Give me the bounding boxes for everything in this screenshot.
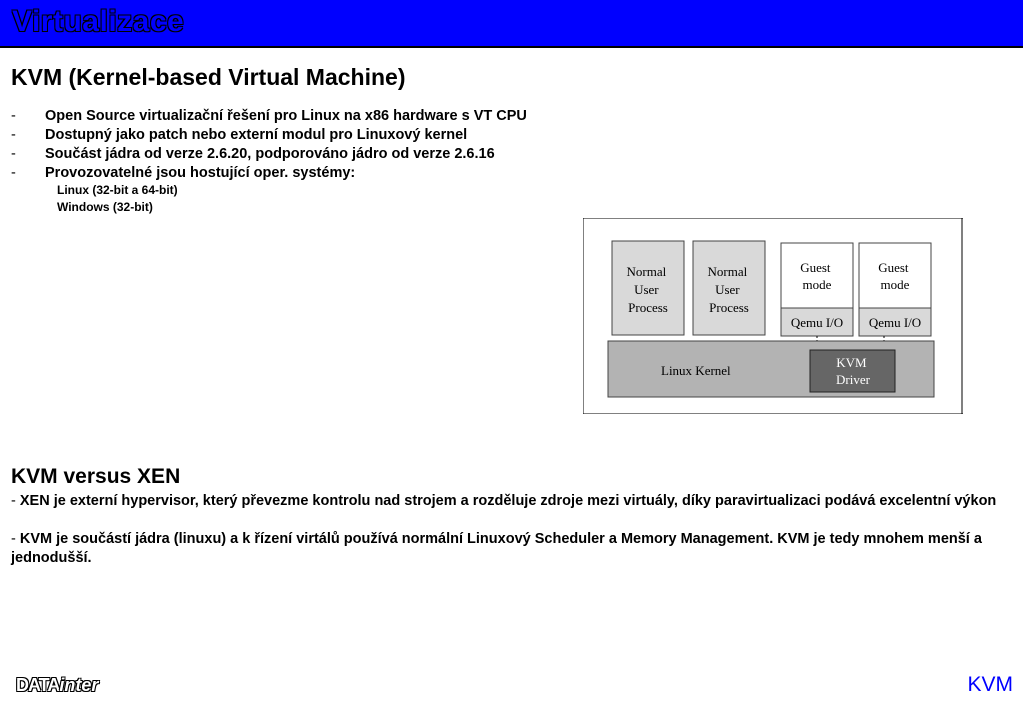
list-item: -Provozovatelné jsou hostující oper. sys… xyxy=(11,165,356,181)
box-label: Process xyxy=(628,300,668,315)
qemu-label-2: Qemu I/O xyxy=(869,315,921,330)
title-bar: Virtualizace xyxy=(0,0,1023,48)
box-label: mode xyxy=(881,277,910,292)
svg-text:Guest mode: Guest mode xyxy=(800,260,834,292)
paragraph: - KVM je součástí jádra (linuxu) a k říz… xyxy=(11,531,982,566)
list-item: -Dostupný jako patch nebo externí modul … xyxy=(11,127,468,143)
qemu-label-1: Qemu I/O xyxy=(791,315,843,330)
section-heading-kvm: KVM (Kernel-based Virtual Machine) xyxy=(11,64,406,90)
section-heading-xen: KVM versus XEN xyxy=(11,465,181,488)
box-label: KVM xyxy=(836,355,867,370)
box-label: Guest xyxy=(800,260,831,275)
svg-text:Normal User Process: Normal User Process xyxy=(627,264,670,315)
normal-process-box-2 xyxy=(692,240,766,336)
page-title: Virtualizace xyxy=(12,5,185,38)
box-label: User xyxy=(715,282,740,297)
guest-mode-box-2 xyxy=(858,242,932,309)
bullet-list: -Open Source virtualizační řešení pro Li… xyxy=(11,107,611,183)
guest-mode-box-1 xyxy=(780,242,854,309)
sub-item: Windows (32-bit) xyxy=(57,200,153,214)
kvm-architecture-diagram: Normal User Process Normal User Process … xyxy=(583,218,963,414)
linux-kernel-label: Linux Kernel xyxy=(661,363,731,378)
box-label: mode xyxy=(803,277,832,292)
sub-item: Linux (32-bit a 64-bit) xyxy=(57,183,178,197)
normal-process-box-1 xyxy=(611,240,685,336)
box-label: Normal xyxy=(627,264,667,279)
qemu-box-1 xyxy=(780,307,854,337)
paragraph: - XEN je externí hypervisor, který převe… xyxy=(11,493,997,509)
box-label: Process xyxy=(709,300,749,315)
footer-label: KVM xyxy=(967,673,1013,696)
svg-text:Guest mode: Guest mode xyxy=(878,260,912,292)
list-item: -Open Source virtualizační řešení pro Li… xyxy=(11,108,527,124)
svg-text:Normal User Process: Normal User Process xyxy=(708,264,751,315)
datainter-logo: DATAinter xyxy=(16,675,99,695)
sub-list: Linux (32-bit a 64-bit) Windows (32-bit) xyxy=(57,182,178,216)
qemu-box-2 xyxy=(858,307,932,337)
box-label: Guest xyxy=(878,260,909,275)
list-item: -Součást jádra od verze 2.6.20, podporov… xyxy=(11,146,495,162)
box-label: User xyxy=(634,282,659,297)
kvm-driver-box xyxy=(809,349,896,393)
svg-text:KVM Driver: KVM Driver xyxy=(836,355,871,387)
box-label: Driver xyxy=(836,372,871,387)
box-label: Normal xyxy=(708,264,748,279)
